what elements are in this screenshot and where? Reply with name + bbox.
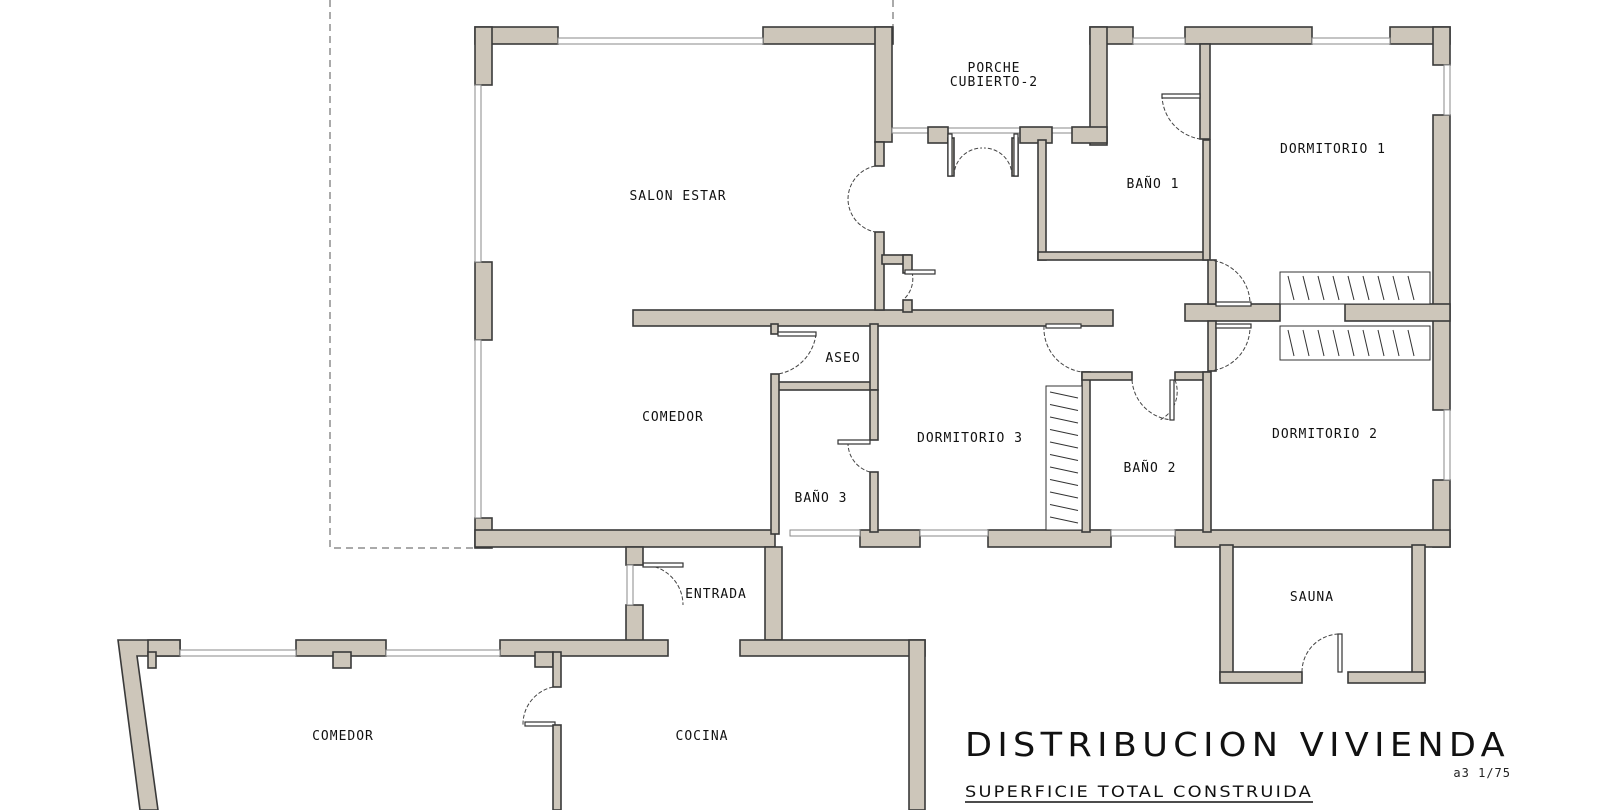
windows <box>474 37 1451 537</box>
room-label-aseo: ASEO <box>825 351 860 366</box>
room-label-cocina: COCINA <box>676 729 729 744</box>
outer-walls <box>474 26 1451 549</box>
room-label-dormitorio1: DORMITORIO 1 <box>1280 142 1386 157</box>
lower-windows <box>179 564 634 657</box>
room-label-sauna: SAUNA <box>1290 590 1334 605</box>
surface-heading: SUPERFICIE TOTAL CONSTRUIDA <box>965 782 1313 801</box>
room-label-entrada: ENTRADA <box>685 587 747 602</box>
room-label-dormitorio2: DORMITORIO 2 <box>1272 427 1378 442</box>
room-label-porche-1: PORCHE <box>968 61 1021 76</box>
drawing-title: DISTRIBUCION VIVIENDA <box>965 725 1510 764</box>
room-label-bano2: BAÑO 2 <box>1124 460 1177 476</box>
room-label-comedor: COMEDOR <box>642 410 704 425</box>
lower-walls <box>117 544 1426 810</box>
room-label-porche-2: CUBIERTO-2 <box>950 75 1038 90</box>
room-labels: PORCHE CUBIERTO-2 SALON ESTAR BAÑO 1 DOR… <box>312 61 1386 744</box>
closets <box>1045 271 1431 531</box>
room-label-bano3: BAÑO 3 <box>795 490 848 506</box>
room-label-salon: SALON ESTAR <box>629 189 726 204</box>
site-boundary <box>329 0 475 549</box>
doors <box>522 93 1343 727</box>
room-label-bano1: BAÑO 1 <box>1127 176 1180 192</box>
title-block: DISTRIBUCION VIVIENDA a3 1/75 SUPERFICIE… <box>965 725 1511 803</box>
room-label-comedor-lower: COMEDOR <box>312 729 374 744</box>
room-label-dormitorio3: DORMITORIO 3 <box>917 431 1023 446</box>
drawing-scale: a3 1/75 <box>1453 766 1511 780</box>
